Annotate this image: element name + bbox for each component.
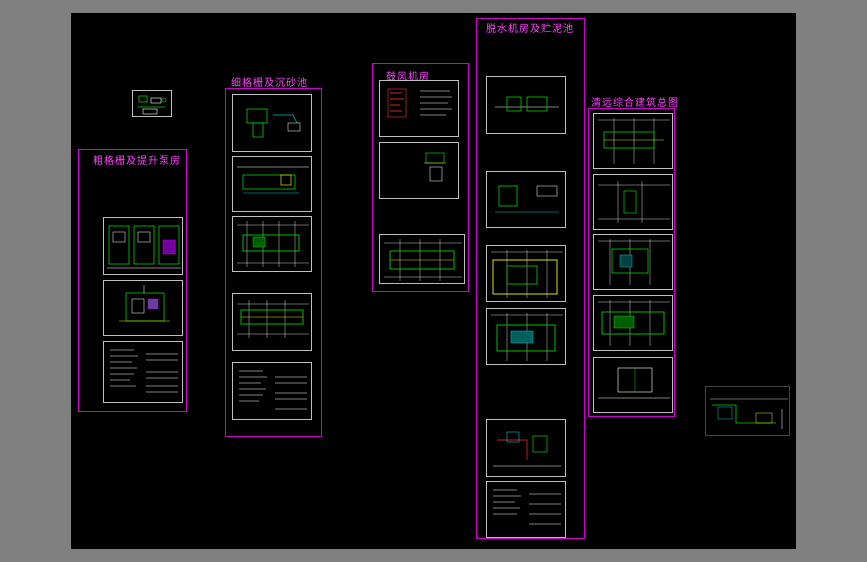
group-title: 粗格栅及提升泵房 xyxy=(93,156,181,167)
group-overview[interactable]: 清远综合建筑总图 xyxy=(588,98,678,417)
cad-drawing-canvas[interactable]: 粗格栅及提升泵房 xyxy=(71,13,796,549)
sheet-1-plan[interactable] xyxy=(103,217,183,275)
group-title: 鼓风机房 xyxy=(386,72,430,83)
group-blower-room[interactable]: 鼓风机房 xyxy=(372,63,469,292)
sheet-drawing xyxy=(598,300,670,346)
sheet-drawing xyxy=(491,250,563,298)
sheet-1-notes[interactable] xyxy=(379,80,459,137)
sheet-1[interactable] xyxy=(593,113,673,169)
sheet-drawing xyxy=(387,88,452,118)
sheet-drawing xyxy=(598,239,670,285)
sheet-drawing xyxy=(493,489,561,525)
sheet-4[interactable] xyxy=(486,308,566,365)
sheet-drawing xyxy=(491,313,563,361)
sheet-3[interactable] xyxy=(232,216,312,272)
group-fine-screen[interactable]: 细格栅及沉砂池 xyxy=(225,78,322,437)
sheet-2[interactable] xyxy=(379,142,459,199)
sheet-drawing xyxy=(237,300,309,338)
sheet-1[interactable] xyxy=(486,76,566,134)
sheet-drawing xyxy=(239,370,307,410)
sheet-drawing xyxy=(495,185,559,213)
sheet-drawing xyxy=(237,166,309,194)
sheet-3[interactable] xyxy=(593,234,673,290)
sheet-5-notes[interactable] xyxy=(232,362,312,420)
sheet-5[interactable] xyxy=(593,357,673,413)
sheet-drawing xyxy=(237,221,309,267)
sheet-drawing xyxy=(138,95,167,115)
group-coarse-screen[interactable]: 粗格栅及提升泵房 xyxy=(78,149,187,412)
sheet-2-section[interactable] xyxy=(103,280,183,336)
sheet-3[interactable] xyxy=(486,245,566,302)
sheet-drawing xyxy=(424,152,446,182)
sheet-4[interactable] xyxy=(232,293,312,351)
sheet-drawing xyxy=(710,398,788,429)
loose-sheet-small[interactable] xyxy=(132,90,172,117)
sheet-2[interactable] xyxy=(486,171,566,228)
group-title: 细格栅及沉砂池 xyxy=(231,78,308,89)
group-title: 清远综合建筑总图 xyxy=(591,98,679,109)
group-title: 脱水机房及贮泥池 xyxy=(486,24,574,35)
sheet-5[interactable] xyxy=(486,419,566,477)
sheet-drawing xyxy=(107,225,181,269)
loose-sheet-right[interactable] xyxy=(705,386,790,436)
group-dewatering[interactable]: 脱水机房及贮泥池 xyxy=(476,18,585,539)
sheet-2[interactable] xyxy=(232,156,312,212)
sheet-3-notes[interactable] xyxy=(103,341,183,403)
sheet-drawing xyxy=(493,431,561,467)
sheet-3[interactable] xyxy=(379,234,465,284)
sheet-drawing xyxy=(246,108,301,138)
sheet-2[interactable] xyxy=(593,174,673,230)
sheet-drawing xyxy=(495,96,559,112)
sheet-1[interactable] xyxy=(232,94,312,152)
sheet-6-notes[interactable] xyxy=(486,481,566,538)
sheet-drawing xyxy=(598,181,670,223)
sheet-drawing xyxy=(384,239,462,281)
sheet-drawing xyxy=(598,118,670,164)
sheet-4[interactable] xyxy=(593,295,673,351)
sheet-drawing xyxy=(119,285,170,322)
sheet-drawing xyxy=(110,349,178,393)
sheet-drawing xyxy=(598,367,670,399)
